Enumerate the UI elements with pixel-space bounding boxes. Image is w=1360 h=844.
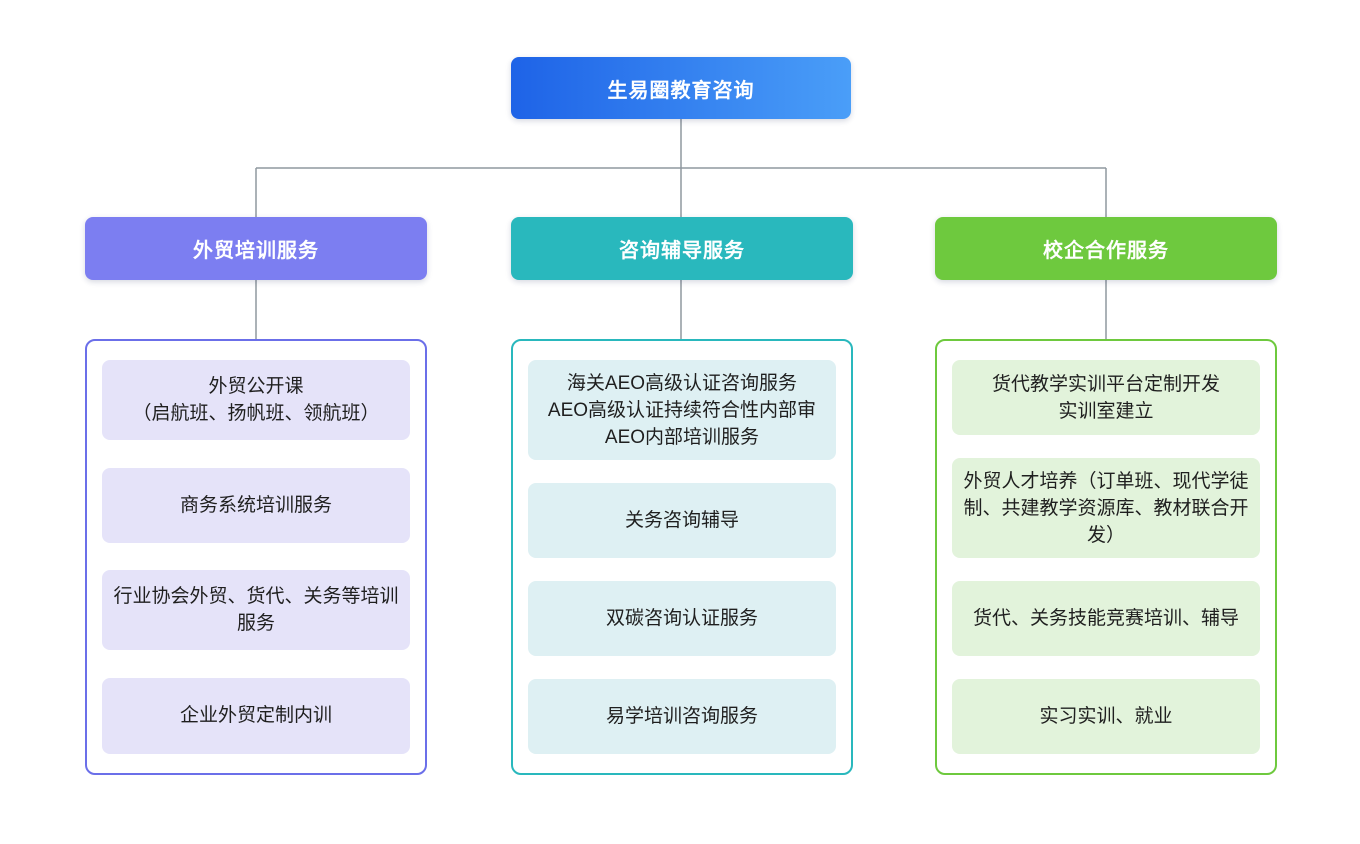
service-item[interactable]: 货代、关务技能竞赛培训、辅导 — [952, 581, 1260, 656]
branch-panel-school-enterprise-cooperation: 货代教学实训平台定制开发 实训室建立 外贸人才培养（订单班、现代学徒制、共建教学… — [935, 339, 1277, 775]
service-item[interactable]: 易学培训咨询服务 — [528, 679, 836, 754]
branch-node-label: 咨询辅导服务 — [619, 240, 745, 262]
service-item[interactable]: 实习实训、就业 — [952, 679, 1260, 754]
service-item[interactable]: 外贸人才培养（订单班、现代学徒制、共建教学资源库、教材联合开发） — [952, 458, 1260, 558]
service-item[interactable]: 行业协会外贸、货代、关务等培训服务 — [102, 570, 410, 651]
branch-node-foreign-trade-training[interactable]: 外贸培训服务 — [85, 217, 427, 280]
branch-panel-consulting-coaching: 海关AEO高级认证咨询服务 AEO高级认证持续符合性内部审 AEO内部培训服务 … — [511, 339, 853, 775]
branch-node-school-enterprise-cooperation[interactable]: 校企合作服务 — [935, 217, 1277, 280]
branch-panel-foreign-trade-training: 外贸公开课 （启航班、扬帆班、领航班） 商务系统培训服务 行业协会外贸、货代、关… — [85, 339, 427, 775]
root-node-label: 生易圈教育咨询 — [607, 79, 755, 102]
service-item[interactable]: 双碳咨询认证服务 — [528, 581, 836, 656]
service-item[interactable]: 海关AEO高级认证咨询服务 AEO高级认证持续符合性内部审 AEO内部培训服务 — [528, 360, 836, 460]
branch-node-label: 外贸培训服务 — [193, 240, 319, 262]
service-item[interactable]: 关务咨询辅导 — [528, 483, 836, 558]
branch-node-consulting-coaching[interactable]: 咨询辅导服务 — [511, 217, 853, 280]
service-item[interactable]: 企业外贸定制内训 — [102, 677, 410, 754]
service-item[interactable]: 外贸公开课 （启航班、扬帆班、领航班） — [102, 360, 410, 440]
branch-node-label: 校企合作服务 — [1043, 240, 1169, 262]
root-node[interactable]: 生易圈教育咨询 — [511, 57, 851, 119]
service-item[interactable]: 货代教学实训平台定制开发 实训室建立 — [952, 360, 1260, 435]
service-item[interactable]: 商务系统培训服务 — [102, 467, 410, 543]
